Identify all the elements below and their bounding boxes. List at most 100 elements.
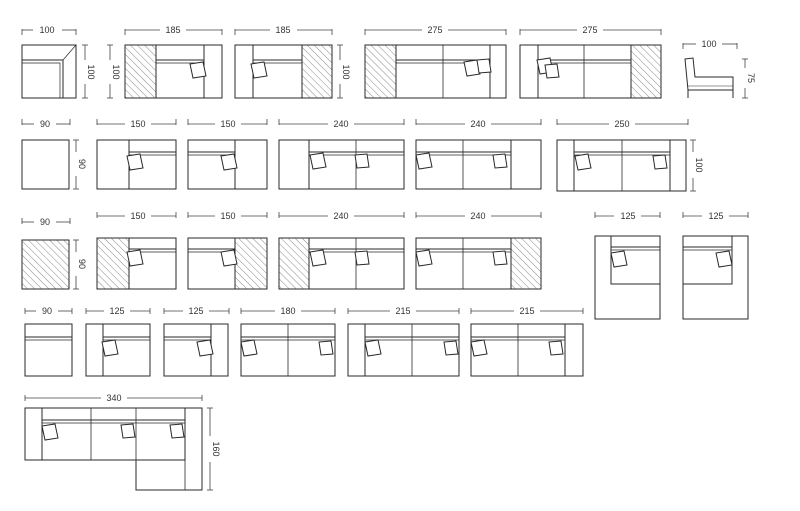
cushion-icon [220, 249, 238, 267]
dimension-width: 125 [594, 211, 661, 221]
dimension-width: 150 [187, 211, 268, 221]
label-width: 100 [39, 25, 54, 35]
cushion-icon [492, 153, 508, 169]
row-5: 340 160 [24, 393, 221, 491]
dimension-width: 180 [240, 306, 336, 316]
module-armchair-side: 100 75 [682, 39, 756, 99]
module-sofa-150-a: 150 [96, 119, 177, 190]
cushion-icon [220, 153, 238, 171]
cushion-icon [309, 249, 327, 267]
chair-icon [684, 57, 734, 98]
module-chaise-125-right: 125 [682, 211, 749, 320]
cushion-icon [250, 61, 268, 79]
label-width: 100 [701, 39, 716, 49]
module-corner-240-b: 240 [415, 211, 542, 290]
label-width: 150 [130, 119, 145, 129]
dimension-depth: 100 [337, 44, 351, 99]
module-corner-100: 100 100 [21, 25, 96, 99]
label-width: 180 [280, 306, 295, 316]
cushion-icon [652, 154, 668, 170]
row-3: 90 90 150 [21, 211, 749, 320]
dimension-depth: 100 [82, 44, 96, 99]
module-armchair-125-right: 125 [163, 306, 230, 377]
label-width: 240 [470, 211, 485, 221]
dimension-width: 215 [470, 306, 584, 316]
module-chaise-125-left: 125 [594, 211, 661, 320]
label-width: 150 [130, 211, 145, 221]
label-width: 240 [333, 119, 348, 129]
dimension-depth: 90 [73, 139, 87, 190]
label-depth: 100 [341, 64, 351, 79]
dimension-width: 185 [234, 25, 333, 35]
row-1: 100 100 185 [21, 25, 756, 99]
cushion-icon [415, 249, 433, 267]
dimension-width: 240 [415, 119, 542, 129]
cushion-icon [189, 61, 207, 79]
cushion-icon [41, 423, 59, 441]
cushion-icon [476, 58, 492, 74]
label-width: 150 [220, 119, 235, 129]
cushion-icon [364, 339, 382, 357]
dimension-width: 150 [96, 211, 177, 221]
module-corner-150-a: 150 [96, 211, 177, 290]
label-width: 125 [109, 306, 124, 316]
dimension-width: 185 [124, 25, 223, 35]
module-sofa-240-a: 240 [278, 119, 405, 190]
label-width: 215 [519, 306, 534, 316]
module-sofa-250: 250 100 [556, 119, 704, 192]
dimension-width: 90 [21, 119, 71, 129]
dimension-width: 240 [278, 211, 405, 221]
module-corner-240-a: 240 [278, 211, 405, 290]
label-depth: 90 [77, 259, 87, 269]
module-sofa-275-left: 275 [364, 25, 507, 99]
module-pouf-90: 90 90 [21, 119, 87, 190]
cushion-icon [548, 340, 564, 356]
dimension-width: 90 [24, 306, 73, 316]
label-width: 185 [275, 25, 290, 35]
cushion-icon [715, 250, 733, 268]
cushion-icon [415, 152, 433, 170]
label-width: 90 [40, 217, 50, 227]
cushion-icon [318, 340, 334, 356]
dimension-width: 240 [278, 119, 405, 129]
row-4: 90 125 [24, 306, 584, 377]
label-depth: 90 [77, 159, 87, 169]
module-sofa-150-b: 150 [187, 119, 268, 190]
dimension-width: 90 [21, 217, 71, 227]
cushion-icon [309, 152, 327, 170]
cushion-icon [196, 339, 214, 357]
dimension-width: 275 [364, 25, 507, 35]
label-depth: 100 [111, 64, 121, 79]
module-corner-150-b: 150 [187, 211, 268, 290]
label-width: 185 [165, 25, 180, 35]
module-armchair-125-left: 125 [85, 306, 151, 377]
dimension-width: 100 [21, 25, 77, 35]
dimension-width: 150 [187, 119, 268, 129]
cushion-icon [492, 250, 508, 266]
cushion-icon [443, 340, 459, 356]
cushion-icon [120, 423, 136, 439]
label-width: 125 [708, 211, 723, 221]
label-width: 215 [395, 306, 410, 316]
cushion-icon [470, 339, 488, 357]
dimension-width: 240 [415, 211, 542, 221]
cushion-icon [574, 153, 592, 171]
module-corner-90: 90 90 [21, 217, 87, 290]
dimension-width: 215 [347, 306, 460, 316]
module-sofa-180: 180 [240, 306, 336, 377]
cushion-icon [354, 153, 370, 169]
label-width: 240 [470, 119, 485, 129]
label-depth: 100 [694, 157, 704, 172]
dimension-width: 125 [85, 306, 151, 316]
cushion-icon [610, 250, 628, 268]
label-width: 275 [582, 25, 597, 35]
module-corner-sofa-340: 340 160 [24, 393, 221, 491]
dimension-width: 125 [163, 306, 230, 316]
dimension-depth: 100 [107, 44, 121, 99]
cushion-icon [240, 339, 258, 357]
label-width: 90 [42, 306, 52, 316]
label-height: 75 [746, 73, 756, 83]
cushion-icon [101, 339, 119, 357]
module-back-90: 90 [24, 306, 73, 377]
